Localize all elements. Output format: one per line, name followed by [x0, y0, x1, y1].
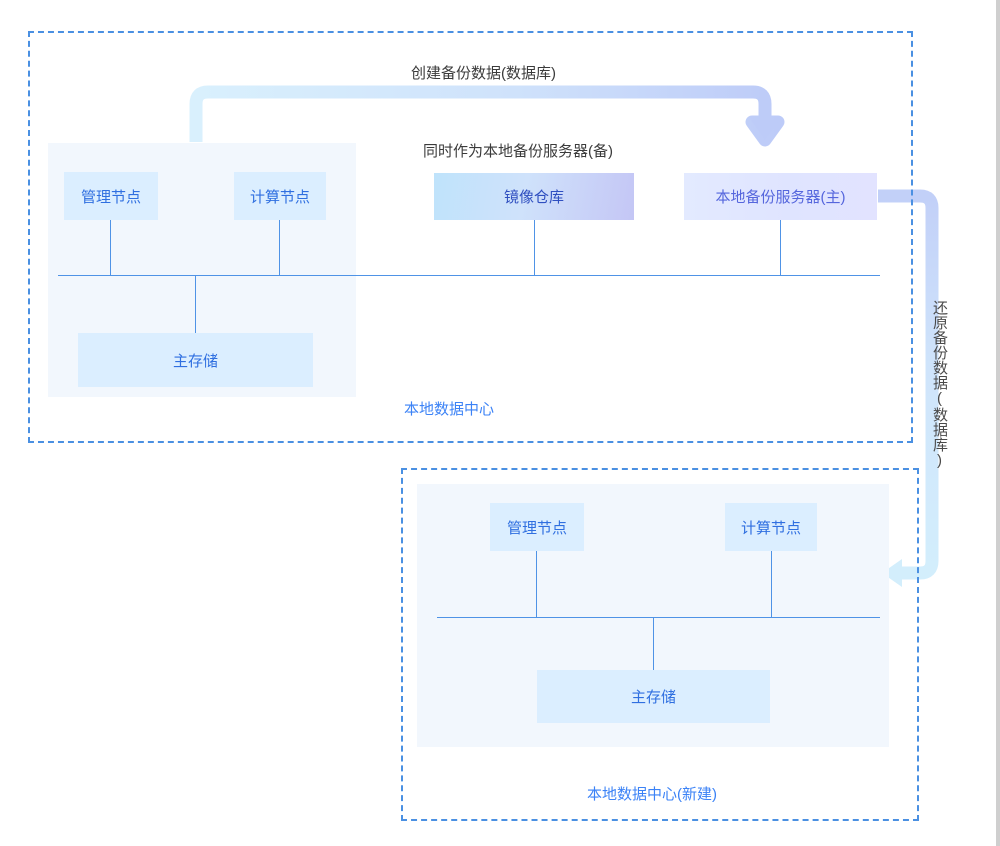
zone-new-data-center: [401, 468, 919, 821]
node-compute-node-new[interactable]: 计算节点: [725, 503, 817, 551]
zone-local-data-center: [28, 31, 913, 443]
connector-backup-server: [780, 220, 781, 275]
connector-registry: [534, 220, 535, 275]
node-image-registry[interactable]: 镜像仓库: [434, 173, 634, 220]
zone-new-label: 本地数据中心(新建): [587, 786, 717, 803]
connector-compute-2: [771, 551, 772, 617]
node-primary-storage-local[interactable]: 主存储: [78, 333, 313, 387]
window-edge-strip: [996, 0, 1000, 846]
new-bus-line: [437, 617, 880, 618]
node-compute-node-local[interactable]: 计算节点: [234, 172, 326, 220]
flow-label-restore-backup: 还原备份数据(数据库): [931, 300, 948, 469]
node-local-backup-server-primary[interactable]: 本地备份服务器(主): [684, 173, 877, 220]
connector-mgmt-1: [110, 220, 111, 275]
flow-label-create-backup: 创建备份数据(数据库): [411, 65, 556, 82]
zone-local-label: 本地数据中心: [404, 401, 495, 418]
connector-mgmt-2: [536, 551, 537, 617]
connector-storage-2: [653, 617, 654, 670]
connector-compute-1: [279, 220, 280, 275]
connector-storage-1: [195, 275, 196, 333]
flow-label-also-as-backup: 同时作为本地备份服务器(备): [423, 143, 613, 160]
local-bus-line: [58, 275, 880, 276]
node-primary-storage-new[interactable]: 主存储: [537, 670, 770, 723]
node-management-node-new[interactable]: 管理节点: [490, 503, 584, 551]
node-management-node-local[interactable]: 管理节点: [64, 172, 158, 220]
